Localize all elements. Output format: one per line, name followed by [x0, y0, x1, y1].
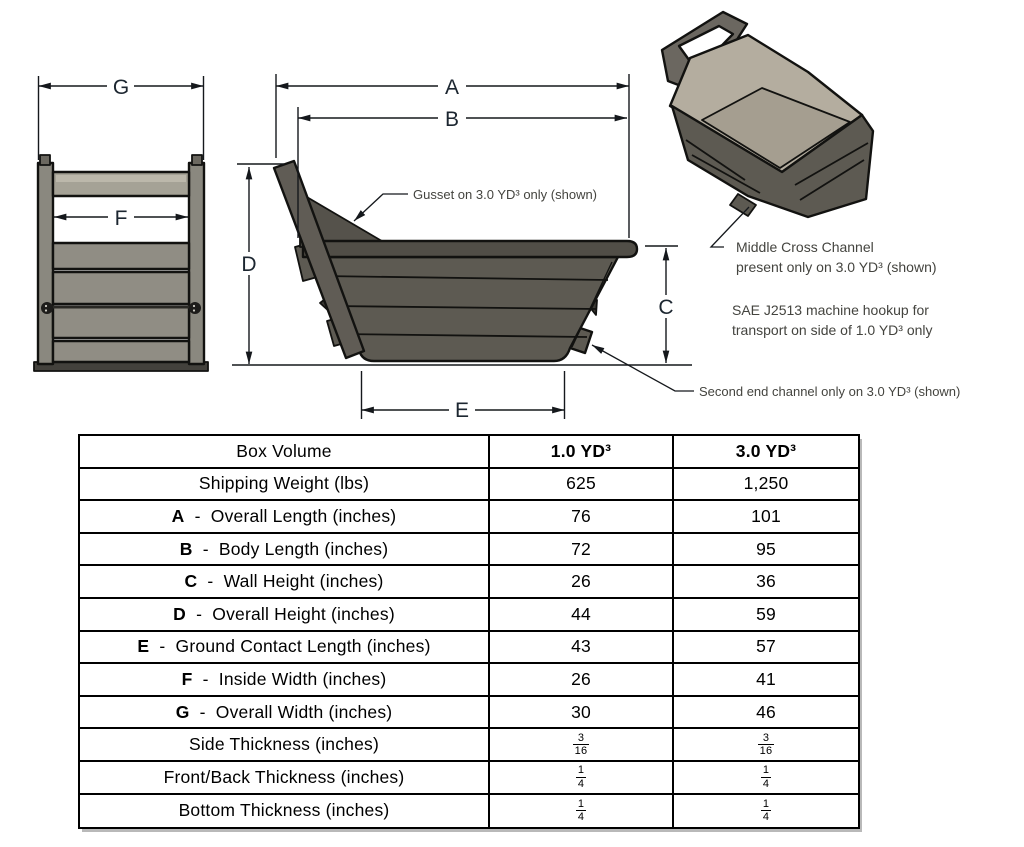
table-cell-value: 76	[490, 501, 674, 532]
table-row: D - Overall Height (inches)44 59	[80, 598, 858, 632]
table-row: F - Inside Width (inches)26 41	[80, 664, 858, 697]
table-cell-value: 46	[756, 701, 776, 722]
table-cell-label: Bottom Thickness (inches)	[80, 794, 490, 828]
table-header-1yd: 1.0 YD³	[490, 436, 674, 467]
table-header-box-volume: Box Volume	[80, 436, 490, 467]
table-cell-value: 625	[490, 468, 674, 500]
table-row: Shipping Weight (lbs)625 1,250	[80, 468, 858, 502]
dim-a: A	[275, 74, 630, 238]
table-cell-value: 44	[490, 598, 674, 630]
sae-note-line2: transport on side of 1.0 YD³ only	[732, 322, 933, 338]
middle-cross-channel-note-line2: present only on 3.0 YD³ (shown)	[736, 259, 937, 275]
dim-d: D	[236, 163, 284, 364]
table-cell-label: A - Overall Length (inches)	[80, 501, 490, 532]
table-cell-value: 26	[490, 664, 674, 695]
middle-cross-channel-annotation: Middle Cross Channel present only on 3.0…	[709, 206, 937, 275]
table-cell-value: 30	[490, 696, 674, 728]
table-cell-label: Side Thickness (inches)	[80, 729, 490, 760]
table-header-3yd: 3.0 YD³	[735, 440, 797, 461]
dim-e: E	[360, 371, 566, 422]
gusset-note: Gusset on 3.0 YD³ only (shown)	[413, 187, 597, 202]
table-row: G - Overall Width (inches)30 46	[80, 696, 858, 730]
table-row: C - Wall Height (inches)26 36	[80, 566, 858, 599]
middle-cross-channel-note-line1: Middle Cross Channel	[736, 239, 874, 255]
dim-g: G	[37, 75, 205, 160]
second-end-channel-note: Second end channel only on 3.0 YD³ (show…	[699, 384, 960, 399]
sae-hookup-annotation: SAE J2513 machine hookup for transport o…	[732, 302, 933, 338]
table-cell-value: 1,250	[743, 473, 789, 494]
side-view-drawing	[232, 159, 692, 366]
table-row: A - Overall Length (inches)76 101	[80, 501, 858, 534]
spec-table-body: Shipping Weight (lbs)625 1,250 A - Overall…	[80, 468, 858, 828]
table-cell-value: 101	[751, 505, 781, 526]
table-header-row: Box Volume 1.0 YD³ 3.0 YD³	[80, 436, 858, 469]
table-cell-value: 95	[756, 538, 776, 559]
table-cell-value: 57	[756, 636, 776, 657]
table-cell-label: F - Inside Width (inches)	[80, 664, 490, 695]
table-cell-value: 72	[490, 533, 674, 565]
dim-label-d: D	[241, 253, 256, 276]
specifications-table: Box Volume 1.0 YD³ 3.0 YD³ Shipping Weig…	[78, 434, 860, 830]
table-cell-value: 26	[490, 566, 674, 597]
dim-b: B	[297, 107, 627, 238]
table-cell-label: B - Body Length (inches)	[80, 533, 490, 565]
second-end-channel-annotation: Second end channel only on 3.0 YD³ (show…	[591, 344, 960, 399]
table-cell-value: 59	[756, 603, 776, 624]
table-cell-value: 36	[756, 571, 776, 592]
table-cell-label: Front/Back Thickness (inches)	[80, 761, 490, 793]
isometric-view-drawing	[660, 10, 875, 219]
table-cell-label: Shipping Weight (lbs)	[80, 468, 490, 500]
table-cell-label: C - Wall Height (inches)	[80, 566, 490, 597]
front-view-drawing	[33, 154, 209, 372]
table-cell-value: 41	[756, 668, 776, 689]
drawing-views: G F	[33, 10, 960, 422]
dim-label-a: A	[445, 76, 459, 99]
dim-label-g: G	[113, 76, 129, 99]
dim-label-f: F	[115, 207, 128, 230]
dim-label-c: C	[658, 296, 673, 319]
dim-c: C	[645, 245, 679, 363]
table-row: B - Body Length (inches)72 95	[80, 533, 858, 567]
table-cell-label: D - Overall Height (inches)	[80, 598, 490, 630]
dim-f: F	[54, 206, 188, 230]
table-cell-label: G - Overall Width (inches)	[80, 696, 490, 728]
dim-label-e: E	[455, 399, 469, 422]
gusset-annotation: Gusset on 3.0 YD³ only (shown)	[353, 187, 597, 222]
sae-note-line1: SAE J2513 machine hookup for	[732, 302, 929, 318]
table-row: E - Ground Contact Length (inches)43 57	[80, 631, 858, 665]
table-cell-value: 43	[490, 631, 674, 663]
table-cell-label: E - Ground Contact Length (inches)	[80, 631, 490, 663]
dim-label-b: B	[445, 108, 459, 131]
